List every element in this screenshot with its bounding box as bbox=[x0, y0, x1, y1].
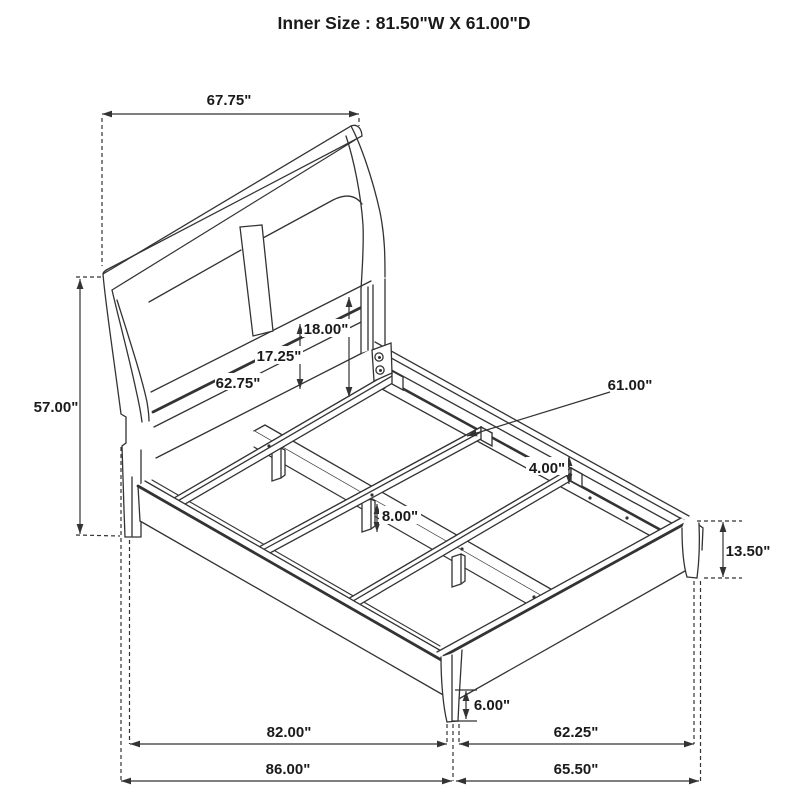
rail-bracket bbox=[371, 342, 393, 382]
dim-foot-inner-width: 62.25" bbox=[554, 724, 599, 741]
foot-rail bbox=[436, 517, 693, 706]
dim-slat-length: 61.00" bbox=[608, 377, 653, 394]
dim-footboard-height: 13.50" bbox=[726, 543, 771, 560]
bed-frame bbox=[136, 341, 704, 723]
page-title: Inner Size : 81.50"W X 61.00"D bbox=[278, 13, 531, 33]
dim-panel-height-left: 17.25" bbox=[257, 348, 302, 365]
dim-headboard-width: 67.75" bbox=[207, 92, 252, 109]
dim-support-leg-height: 8.00" bbox=[382, 508, 418, 525]
dim-slat-height: 4.00" bbox=[529, 460, 565, 477]
dim-outer-length: 86.00" bbox=[266, 761, 311, 778]
dim-foot-outer-width: 65.50" bbox=[554, 761, 599, 778]
dimension-labels: Inner Size : 81.50"W X 61.00"D 67.75" 57… bbox=[34, 13, 771, 778]
dim-inner-length: 82.00" bbox=[267, 724, 312, 741]
headboard bbox=[102, 124, 386, 538]
slats bbox=[155, 369, 584, 613]
bolt-dots bbox=[267, 444, 629, 599]
front-right-leg bbox=[681, 517, 704, 579]
dim-front-leg-height: 6.00" bbox=[474, 697, 510, 714]
dim-headboard-rail-width: 62.75" bbox=[216, 375, 261, 392]
label-halos bbox=[215, 319, 568, 524]
dim-panel-height-right: 18.00" bbox=[304, 321, 349, 338]
left-side-rail bbox=[136, 480, 451, 697]
front-left-leg bbox=[440, 649, 463, 723]
dim-headboard-height: 57.00" bbox=[34, 399, 79, 416]
